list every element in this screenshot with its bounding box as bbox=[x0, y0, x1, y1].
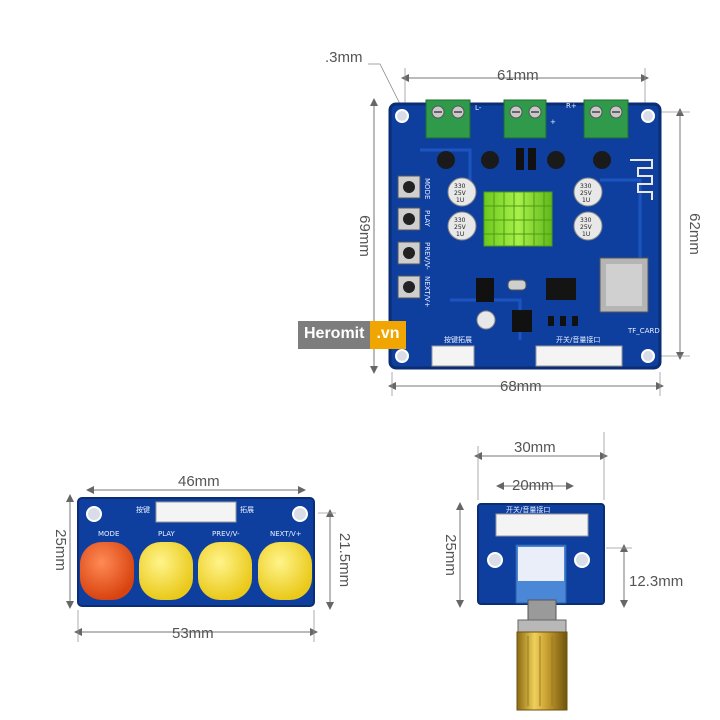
next-button-cap bbox=[258, 542, 312, 600]
capacitor: 330 25V 1U bbox=[447, 177, 477, 207]
capacitor: 330 25V 1U bbox=[447, 211, 477, 241]
watermark-text-part1: Heromit bbox=[298, 321, 371, 349]
dim-bottom-68mm: 68mm bbox=[500, 378, 542, 395]
dim-top-61mm: 61mm bbox=[497, 67, 539, 84]
svg-text:330: 330 bbox=[454, 217, 466, 224]
label-tf-card: TF_CARD bbox=[627, 327, 660, 335]
terminal-block-right bbox=[583, 99, 629, 139]
dim-button-bottom-53mm: 53mm bbox=[172, 625, 214, 642]
main-amplifier-board: 61mm .3mm 69mm 62mm 68mm bbox=[325, 49, 703, 396]
prev-button-cap bbox=[198, 542, 252, 600]
dim-button-width-46mm: 46mm bbox=[178, 473, 220, 490]
capacitor: 330 25V 1U bbox=[573, 211, 603, 241]
label-l-minus: L- bbox=[475, 104, 482, 112]
svg-text:25V: 25V bbox=[454, 190, 467, 197]
dim-corner-3mm: .3mm bbox=[325, 49, 363, 66]
svg-text:1U: 1U bbox=[582, 231, 590, 238]
svg-text:25V: 25V bbox=[454, 224, 467, 231]
button-label-prev: PREV/V- bbox=[212, 530, 240, 538]
button-label-mode: MODE bbox=[98, 530, 119, 538]
label-r-plus: R+ bbox=[566, 102, 577, 110]
label-prev: PREV/V- bbox=[423, 242, 431, 270]
svg-text:1U: 1U bbox=[456, 231, 464, 238]
terminal-block-center bbox=[503, 99, 547, 139]
svg-text:25V: 25V bbox=[580, 190, 593, 197]
heatsink bbox=[483, 191, 553, 247]
label-play: PLAY bbox=[423, 210, 431, 228]
terminal-block-left bbox=[425, 99, 471, 139]
label-connector-keys: 按键拓展 bbox=[444, 335, 472, 344]
svg-text:330: 330 bbox=[454, 183, 466, 190]
watermark-text-part2: .vn bbox=[370, 321, 406, 349]
label-next: NEXT/V+ bbox=[423, 276, 431, 308]
svg-text:1U: 1U bbox=[456, 197, 464, 204]
label-connector-switch: 开关/音量接口 bbox=[556, 335, 600, 344]
dim-button-right-21-5mm: 21.5mm bbox=[336, 533, 353, 587]
label-pot-connector: 开关/音量接口 bbox=[506, 505, 550, 514]
label-plus: + bbox=[550, 118, 556, 126]
label-keys-left: 按键 bbox=[136, 505, 150, 514]
label-keys-right: 拓展 bbox=[240, 505, 254, 514]
svg-text:330: 330 bbox=[580, 183, 592, 190]
play-button-cap bbox=[139, 542, 193, 600]
dim-pot-left-25mm: 25mm bbox=[442, 534, 459, 576]
dim-right-62mm: 62mm bbox=[686, 213, 703, 255]
svg-text:330: 330 bbox=[580, 217, 592, 224]
button-label-next: NEXT/V+ bbox=[270, 530, 302, 538]
dim-pot-inner-20mm: 20mm bbox=[512, 477, 554, 494]
button-label-play: PLAY bbox=[158, 530, 176, 538]
svg-text:1U: 1U bbox=[582, 197, 590, 204]
dim-left-69mm: 69mm bbox=[356, 215, 373, 257]
potentiometer-board: 30mm 20mm 25mm 12.3mm 开关/音量接口 bbox=[442, 432, 683, 711]
dim-pot-width-30mm: 30mm bbox=[514, 439, 556, 456]
onboard-buttons bbox=[397, 175, 421, 299]
button-board: 46mm 25mm 21.5mm 53mm 按键 拓展 MODE PLAY PR… bbox=[52, 473, 353, 642]
watermark-logo: Heromit .vn bbox=[298, 321, 406, 349]
dim-button-left-25mm: 25mm bbox=[52, 529, 69, 571]
mode-button-cap bbox=[80, 542, 134, 600]
capacitor: 330 25V 1U bbox=[573, 177, 603, 207]
label-mode: MODE bbox=[423, 178, 431, 199]
svg-text:25V: 25V bbox=[580, 224, 593, 231]
dim-pot-right-12-3mm: 12.3mm bbox=[629, 573, 683, 590]
